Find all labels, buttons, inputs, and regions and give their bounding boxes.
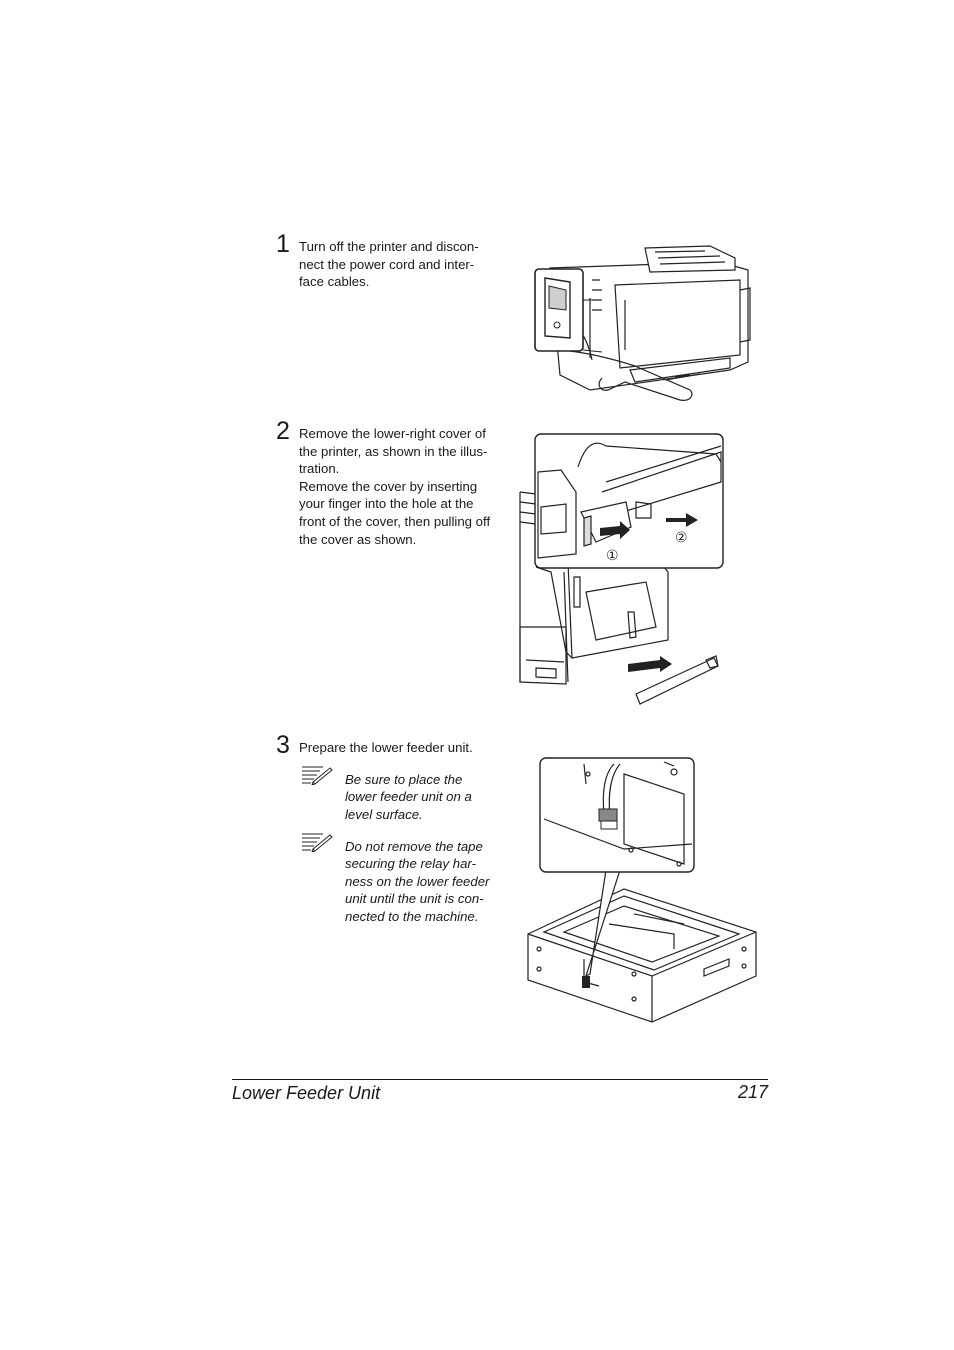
footer-divider: [232, 1079, 768, 1080]
footer-section-title: Lower Feeder Unit: [232, 1083, 381, 1103]
step-2-number: 2: [276, 417, 290, 445]
lower-feeder-unit-illustration: [527, 757, 757, 1023]
footer-page-number: 217: [737, 1082, 768, 1102]
marker-2: ②: [675, 530, 688, 546]
printer-power-off-illustration: [534, 245, 751, 401]
step-3-text: Prepare the lower feeder unit.: [299, 740, 473, 755]
step-1-number: 1: [276, 230, 290, 258]
step-2-text: Remove the lower-right cover of the prin…: [299, 426, 491, 547]
remove-lower-right-cover-illustration: ① ②: [519, 433, 724, 705]
note-pencil-icon: [302, 766, 333, 785]
note-1-text: Be sure to place the lower feeder unit o…: [345, 772, 472, 822]
note-pencil-icon: [302, 833, 333, 852]
note-2-text: Do not remove the tape securing the rela…: [345, 839, 490, 924]
marker-1: ①: [606, 548, 619, 564]
step-3-number: 3: [276, 731, 290, 759]
step-1-text: Turn off the printer and discon- nect th…: [299, 239, 479, 290]
